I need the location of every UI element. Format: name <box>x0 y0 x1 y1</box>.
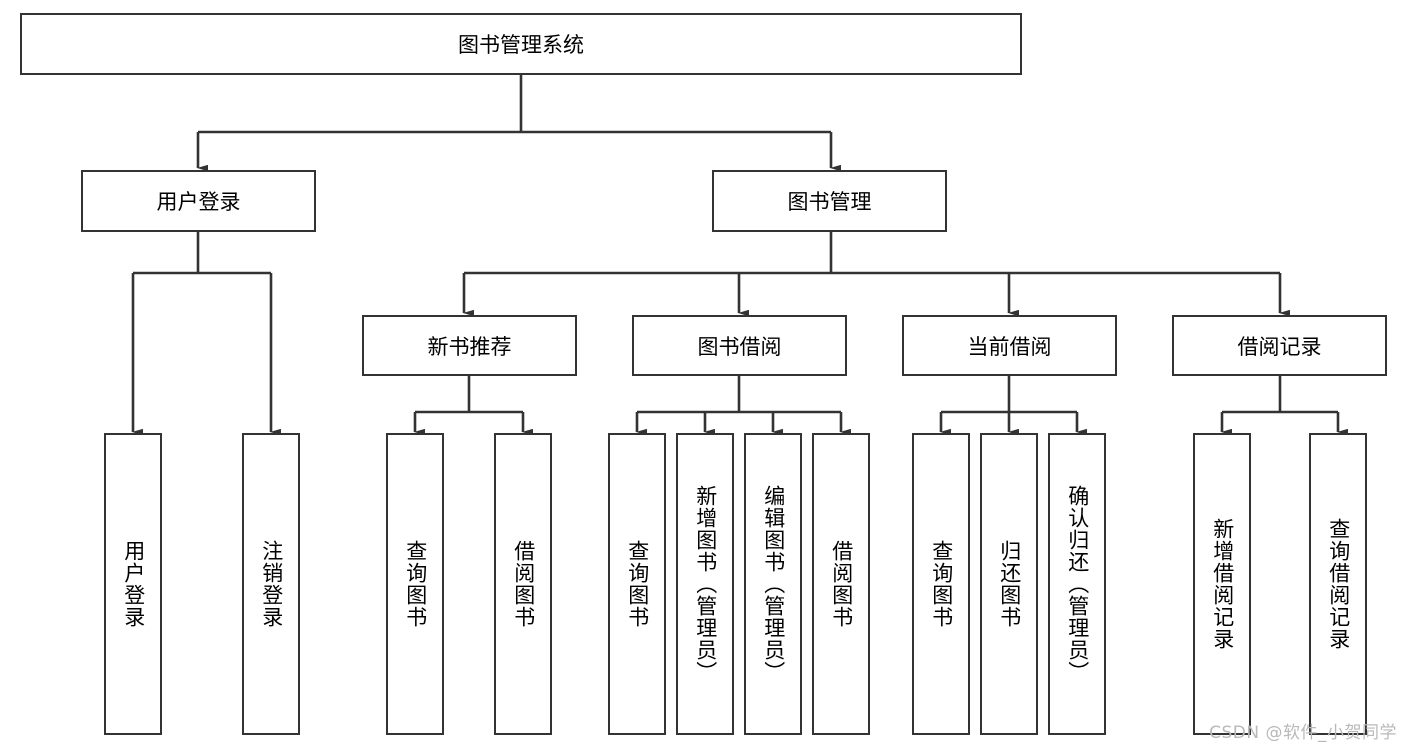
node-borrow-record[interactable]: 借阅记录 <box>1172 315 1387 376</box>
node-current-borrow[interactable]: 当前借阅 <box>902 315 1117 376</box>
leaf-recommend-query-book-label: 查询图书 <box>403 540 428 628</box>
leaf-recommend-query-book[interactable]: 查询图书 <box>386 433 444 735</box>
node-book-management-label: 图书管理 <box>787 190 872 214</box>
leaf-borrow-borrow-book-label: 借阅图书 <box>829 540 854 628</box>
leaf-borrow-add-book-label: 新增图书（管理员） <box>693 485 718 683</box>
node-user-login[interactable]: 用户登录 <box>81 170 316 232</box>
leaf-current-confirm-return[interactable]: 确认归还（管理员） <box>1048 433 1106 735</box>
node-user-login-label: 用户登录 <box>156 190 241 214</box>
leaf-current-query-book-label: 查询图书 <box>929 540 954 628</box>
leaf-user-login-signout-label: 注销登录 <box>259 540 284 628</box>
leaf-record-query-record[interactable]: 查询借阅记录 <box>1309 433 1367 735</box>
leaf-record-add-record[interactable]: 新增借阅记录 <box>1193 433 1251 735</box>
leaf-current-confirm-return-label: 确认归还（管理员） <box>1065 485 1090 683</box>
node-root-system[interactable]: 图书管理系统 <box>20 13 1022 75</box>
leaf-borrow-edit-book[interactable]: 编辑图书（管理员） <box>744 433 802 735</box>
leaf-borrow-query-book[interactable]: 查询图书 <box>608 433 666 735</box>
leaf-borrow-add-book[interactable]: 新增图书（管理员） <box>676 433 734 735</box>
node-new-book-recommend[interactable]: 新书推荐 <box>362 315 577 376</box>
leaf-borrow-query-book-label: 查询图书 <box>625 540 650 628</box>
node-book-management[interactable]: 图书管理 <box>712 170 947 232</box>
leaf-recommend-borrow-book-label: 借阅图书 <box>511 540 536 628</box>
leaf-user-login-signin[interactable]: 用户登录 <box>104 433 162 735</box>
watermark-text: CSDN @软件_小贺同学 <box>1209 723 1397 743</box>
leaf-record-add-record-label: 新增借阅记录 <box>1210 518 1235 650</box>
leaf-current-return-book[interactable]: 归还图书 <box>980 433 1038 735</box>
node-book-borrow[interactable]: 图书借阅 <box>632 315 847 376</box>
leaf-record-query-record-label: 查询借阅记录 <box>1326 518 1351 650</box>
leaf-borrow-borrow-book[interactable]: 借阅图书 <box>812 433 870 735</box>
node-current-borrow-label: 当前借阅 <box>967 334 1052 359</box>
node-book-borrow-label: 图书借阅 <box>697 334 782 359</box>
leaf-borrow-edit-book-label: 编辑图书（管理员） <box>761 485 786 683</box>
leaf-recommend-borrow-book[interactable]: 借阅图书 <box>494 433 552 735</box>
leaf-current-query-book[interactable]: 查询图书 <box>912 433 970 735</box>
node-borrow-record-label: 借阅记录 <box>1237 334 1322 359</box>
leaf-user-login-signin-label: 用户登录 <box>121 540 146 628</box>
node-root-system-label: 图书管理系统 <box>458 33 584 57</box>
leaf-current-return-book-label: 归还图书 <box>997 540 1022 628</box>
leaf-user-login-signout[interactable]: 注销登录 <box>242 433 300 735</box>
node-new-book-recommend-label: 新书推荐 <box>427 334 512 359</box>
